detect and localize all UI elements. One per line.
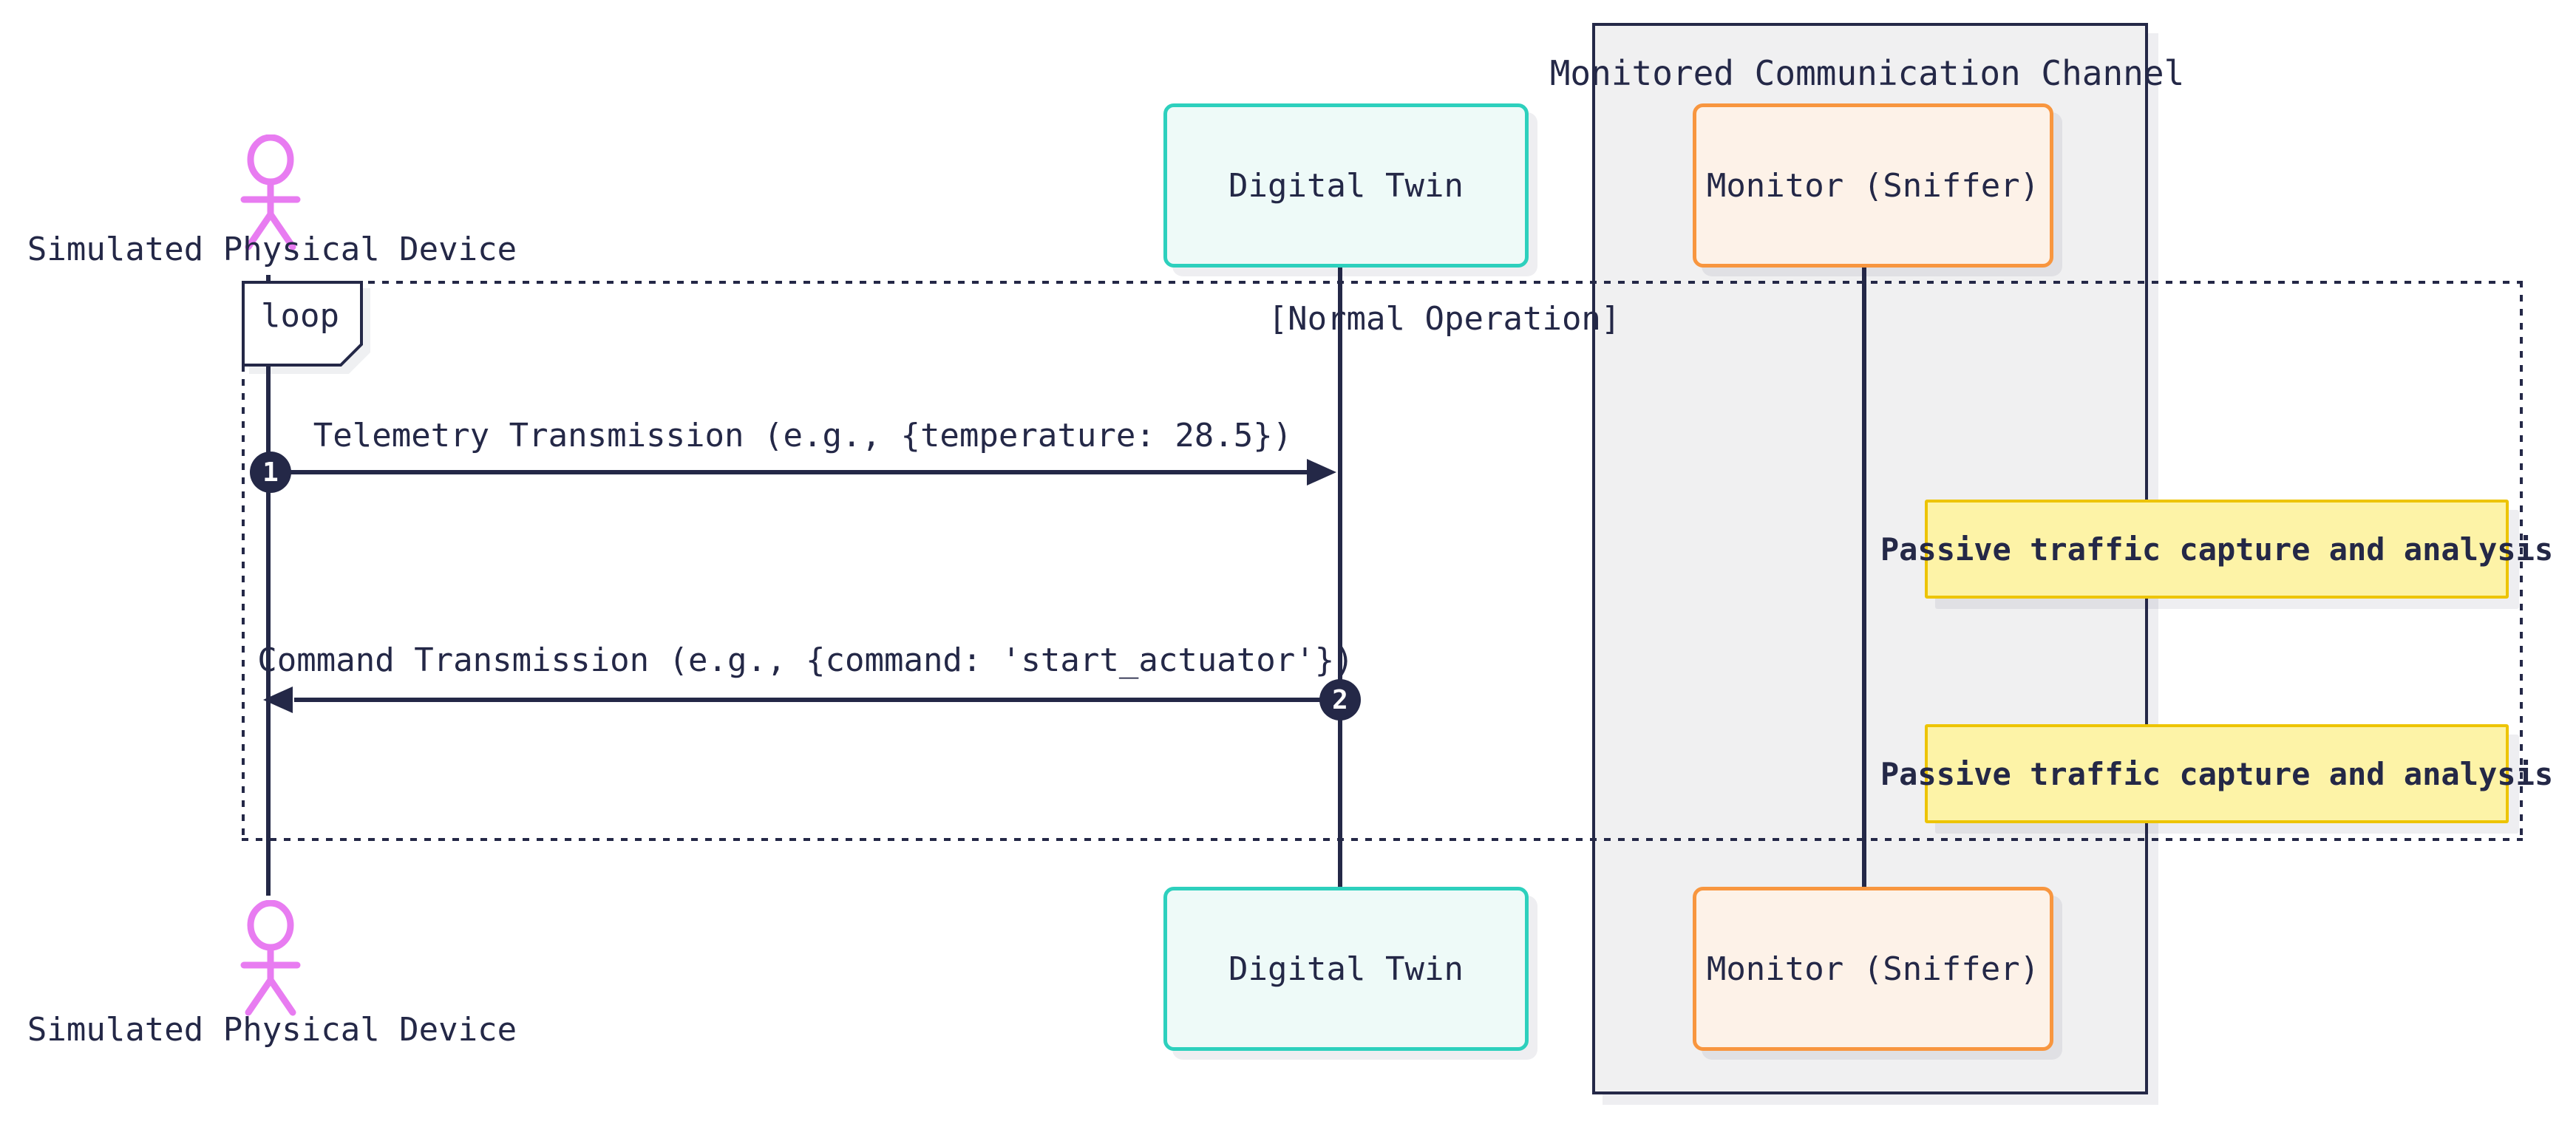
lifeline-actor	[266, 275, 271, 896]
participant-label: Monitor (Sniffer)	[1706, 950, 2040, 988]
participant-digital-twin-bottom: Digital Twin	[1163, 887, 1529, 1051]
message-2-arrowhead-icon	[263, 687, 293, 713]
loop-label-box	[242, 281, 363, 367]
participant-monitor-bottom: Monitor (Sniffer)	[1693, 887, 2053, 1051]
message-1-seq-badge: 1	[250, 452, 291, 493]
loop-condition: [Normal Operation]	[1268, 300, 1621, 338]
participant-digital-twin-top: Digital Twin	[1163, 103, 1529, 268]
message-1-arrowhead-icon	[1307, 459, 1336, 486]
participant-label: Monitor (Sniffer)	[1706, 166, 2040, 205]
actor-label-bottom: Simulated Physical Device	[27, 1011, 517, 1049]
actor-label-top: Simulated Physical Device	[27, 231, 517, 268]
note-1: Passive traffic capture and analysis	[1880, 500, 2553, 599]
message-1-arrow-line	[269, 470, 1307, 474]
loop-frame	[242, 281, 2523, 841]
message-2-arrow-line	[294, 698, 1339, 702]
note-2: Passive traffic capture and analysis	[1880, 724, 2553, 823]
message-2-label: Command Transmission (e.g., {command: 's…	[257, 641, 1354, 679]
actor-icon	[240, 900, 301, 1016]
loop-border-bottom	[242, 838, 2523, 841]
loop-label: loop	[261, 297, 339, 335]
message-2-seq-badge: 2	[1319, 679, 1361, 721]
participant-label: Digital Twin	[1228, 166, 1464, 205]
message-1-label: Telemetry Transmission (e.g., {temperatu…	[313, 417, 1293, 454]
lifeline-monitor	[1862, 260, 1866, 887]
actor-icon	[240, 134, 301, 251]
loop-border-top	[242, 281, 2523, 284]
channel-box-title: Monitored Communication Channel	[1549, 53, 2185, 93]
participant-label: Digital Twin	[1228, 950, 1464, 988]
note-1-text: Passive traffic capture and analysis	[1880, 531, 2554, 568]
loop-border-right	[2520, 281, 2523, 841]
note-2-text: Passive traffic capture and analysis	[1880, 755, 2554, 792]
participant-monitor-top: Monitor (Sniffer)	[1693, 103, 2053, 268]
lifeline-digital-twin	[1338, 260, 1342, 887]
loop-border-left	[242, 281, 245, 841]
